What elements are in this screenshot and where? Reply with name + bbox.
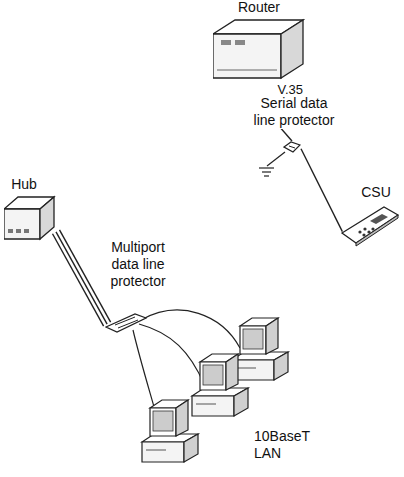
- device-icon: [340, 203, 400, 247]
- cable-connector: [301, 149, 342, 232]
- network-label: 10BaseT LAN: [252, 428, 318, 462]
- ground-symbol: [262, 171, 271, 172]
- lan-cable: [141, 310, 240, 348]
- ground-symbol: [259, 167, 274, 168]
- device-icon: [283, 141, 301, 154]
- multiport-protector: Multiport data line protector: [105, 312, 147, 334]
- router-device: RouterV.35: [213, 18, 305, 98]
- cable-line: [301, 149, 342, 232]
- device-outline: [213, 20, 303, 78]
- ground-symbol: [264, 175, 269, 176]
- device-label: Hub: [2, 176, 46, 193]
- cable-line: [53, 234, 104, 326]
- hub-device: Hub: [4, 195, 56, 241]
- device-label: Router: [222, 0, 296, 16]
- serial-protector: Serial data line protector: [283, 141, 301, 154]
- computer-icon: [192, 354, 248, 416]
- device-icon: [4, 195, 56, 241]
- lan-cable: [139, 324, 204, 384]
- device-outline: [342, 207, 398, 246]
- device-icon: [105, 312, 147, 334]
- csu-device: CSU: [340, 203, 400, 247]
- device-label: Multiport data line protector: [100, 239, 176, 290]
- computer-icon: [142, 400, 198, 462]
- device-outline: [284, 142, 300, 152]
- ground-lead: [267, 152, 285, 166]
- device-icon: [213, 18, 305, 80]
- device-label: Serial data line protector: [246, 95, 342, 129]
- ground-wire: [259, 152, 285, 176]
- computer-icon: [232, 318, 288, 380]
- device-label: CSU: [354, 184, 398, 201]
- device-outline: [106, 314, 146, 332]
- device-outline: [4, 197, 54, 239]
